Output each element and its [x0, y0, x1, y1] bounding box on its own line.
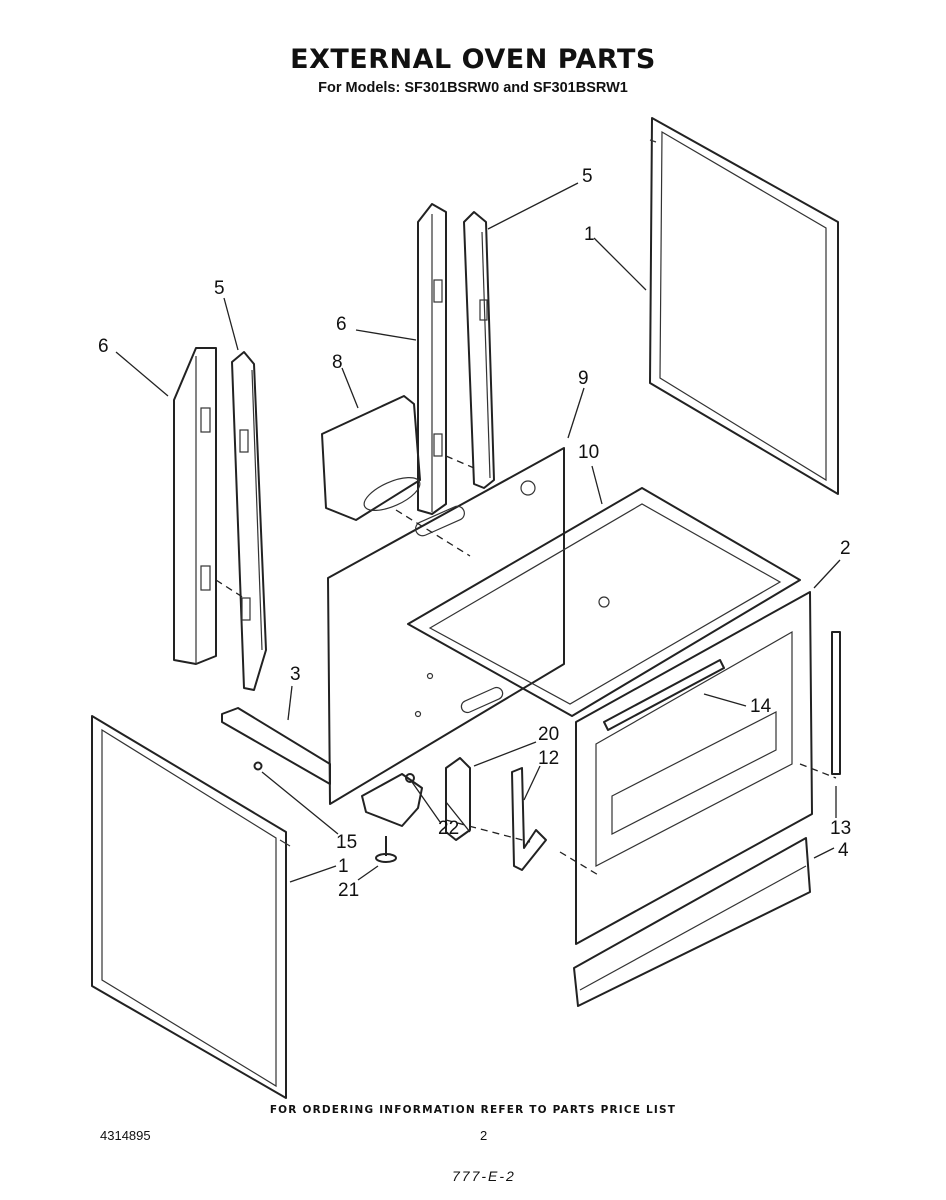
document-number: 4314895 [100, 1128, 151, 1143]
model-subtitle: For Models: SF301BSRW0 and SF301BSRW1 [318, 80, 628, 96]
page-title: EXTERNAL OVEN PARTS [290, 44, 656, 75]
clip [405, 773, 415, 783]
callout-22: 22 [438, 818, 459, 839]
front-frame [575, 591, 813, 945]
side-panel-left [91, 715, 291, 1099]
bottom-panel [407, 487, 801, 717]
top-strip [603, 659, 725, 731]
callout-14: 14 [750, 696, 772, 717]
leveling-leg [375, 836, 397, 863]
side-panel-right [649, 117, 839, 495]
frame-upright-middle [417, 203, 447, 515]
leader-lines [115, 182, 841, 883]
callout-13: 13 [830, 818, 851, 839]
side-trim-strip [831, 631, 841, 775]
callout-5-upper: 5 [582, 166, 593, 187]
callout-6-left: 6 [98, 336, 109, 357]
callout-8: 8 [332, 352, 343, 373]
callout-15: 15 [336, 832, 357, 853]
back-panel [327, 447, 565, 805]
callout-1-upper: 1 [584, 224, 595, 245]
bottom-trim [573, 837, 811, 1007]
callout-1-lower: 1 [338, 856, 349, 877]
callout-12: 12 [538, 748, 559, 769]
page-number: 2 [480, 1128, 488, 1143]
callout-21: 21 [338, 880, 359, 901]
side-rail [221, 707, 331, 785]
ordering-info-footer: FOR ORDERING INFORMATION REFER TO PARTS … [269, 1104, 677, 1116]
upright-bracket-left [231, 351, 267, 691]
callout-10: 10 [578, 442, 599, 463]
screw [253, 761, 263, 771]
frame-upright-left [173, 347, 217, 665]
callout-5-left: 5 [214, 278, 225, 299]
callout-4: 4 [838, 840, 849, 861]
upright-bracket-middle [463, 211, 495, 489]
callout-2: 2 [840, 538, 851, 559]
handwritten-note: 777-E-2 [452, 1168, 516, 1184]
lower-bracket [361, 773, 423, 827]
callout-20: 20 [538, 724, 559, 745]
door-hinge [511, 767, 547, 871]
callout-3: 3 [290, 664, 301, 685]
callout-6-middle: 6 [336, 314, 347, 335]
callout-9: 9 [578, 368, 589, 389]
vent-housing [321, 395, 421, 521]
mounting-plate [445, 757, 471, 841]
